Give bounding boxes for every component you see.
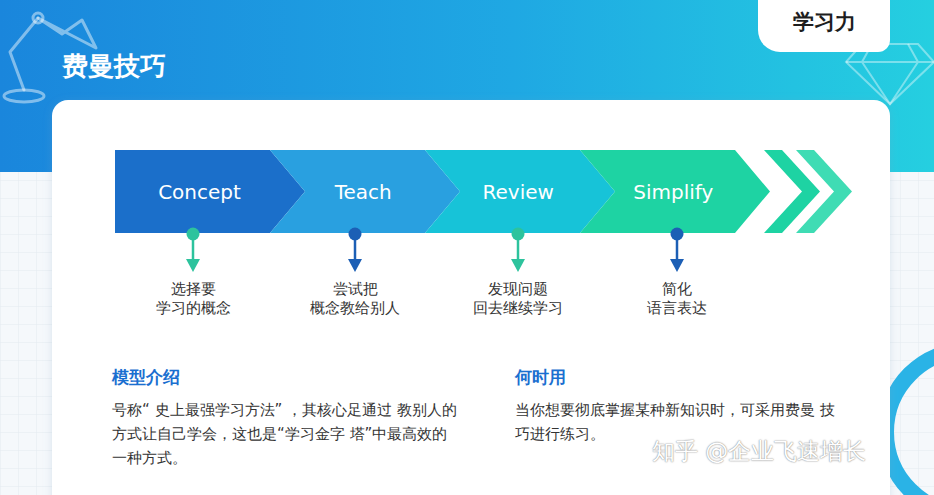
diamond-outline — [846, 44, 934, 104]
pointer-arrow — [348, 228, 362, 273]
section-heading: 模型介绍 — [112, 366, 180, 388]
chevron-fill — [580, 150, 770, 233]
chevron-fill — [425, 150, 615, 233]
step-name: Simplify — [598, 179, 750, 205]
lamp-arm — [10, 18, 38, 90]
step-note: 简化 语言表达 — [612, 280, 742, 318]
pointer-arrow — [511, 228, 525, 273]
step-chevron: Review — [425, 150, 615, 233]
step-name: Teach — [288, 179, 440, 205]
tag-text: 学习力 — [758, 8, 890, 36]
pointer-line — [354, 234, 357, 262]
section-body: 当你想要彻底掌握某种新知识时，可采用费曼 技巧进行练习。 — [515, 398, 847, 446]
section-body: 号称“ 史上最强学习方法” ，其核心足通过 教别人的方式让自己学会，这也是“学习… — [112, 398, 460, 470]
step-name: Concept — [115, 179, 284, 205]
step-note: 选择要 学习的概念 — [128, 280, 258, 318]
watermark: 知乎 @企业飞速增长 — [652, 440, 866, 462]
pointer-line — [676, 234, 679, 262]
section-heading: 何时用 — [515, 366, 566, 388]
pointer-arrow — [186, 228, 200, 273]
pointer-head — [511, 259, 525, 272]
step-name: Review — [443, 179, 595, 205]
step-chevron: Simplify — [580, 150, 770, 233]
pointer-arrow — [670, 228, 684, 273]
pointer-head — [670, 259, 684, 272]
content-card — [52, 100, 890, 495]
step-chevron: Concept — [115, 150, 305, 233]
pointer-head — [186, 259, 200, 272]
lamp-base — [4, 90, 44, 102]
page-title: 费曼技巧 — [62, 49, 166, 84]
next-chevron — [764, 150, 820, 233]
diamond-icon — [846, 44, 934, 104]
pointer-line — [517, 234, 520, 262]
diamond-facets — [846, 44, 934, 104]
chevron-fill — [115, 150, 305, 233]
decor-arc — [886, 350, 934, 495]
tag-box: 学习力 — [758, 0, 890, 52]
step-note: 发现问题 回去继续学习 — [453, 280, 583, 318]
pointer-line — [192, 234, 195, 262]
step-chevron: Teach — [270, 150, 460, 233]
pointer-head — [348, 259, 362, 272]
step-note: 尝试把 概念教给别人 — [290, 280, 420, 318]
next-chevron — [796, 150, 852, 233]
chevron-fill — [270, 150, 460, 233]
lamp-head — [38, 18, 96, 48]
